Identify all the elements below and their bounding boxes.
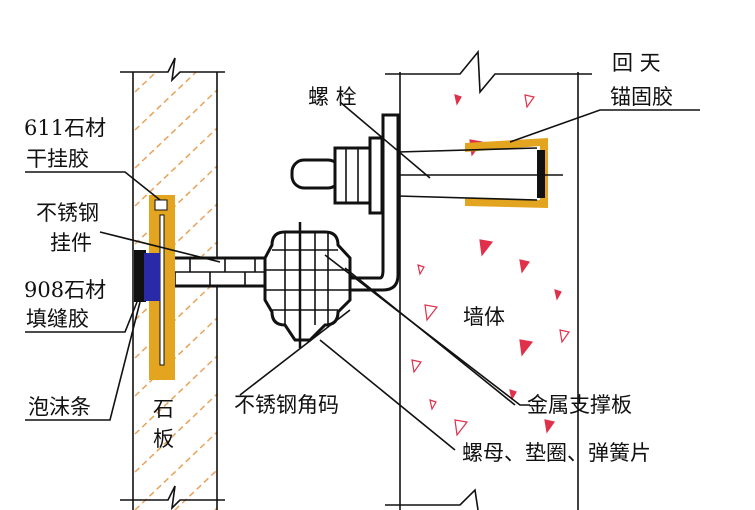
bolt — [290, 136, 384, 215]
aggregate-mark — [554, 289, 562, 301]
label-support-plate: 金属支撑板 — [527, 393, 632, 417]
aggregate-mark — [519, 259, 531, 274]
label-hanger-line2: 挂件 — [50, 231, 92, 255]
label-foam-strip: 泡沫条 — [28, 395, 91, 419]
label-sealant-line1: 908石材 — [24, 278, 106, 302]
label-dry-hang-glue-line1: 611石材 — [24, 116, 106, 140]
aggregate-mark — [559, 329, 571, 344]
aggregate-mark — [429, 399, 437, 411]
hatch-line — [134, 241, 218, 321]
hatch-line — [134, 355, 218, 435]
hatch-line — [134, 393, 218, 473]
leader-lines — [25, 101, 700, 451]
label-wall: 墙体 — [463, 305, 505, 329]
hatch-line — [134, 89, 218, 169]
label-stone-line2: 板 — [153, 427, 174, 451]
label-angle-bracket: 不锈钢角码 — [234, 393, 339, 417]
aggregate-mark — [424, 304, 439, 322]
aggregate-mark — [454, 419, 469, 437]
label-sealant-line2: 填缝胶 — [26, 307, 89, 331]
aggregate-mark — [411, 359, 423, 374]
hatch-line — [134, 317, 218, 397]
label-anchor-glue-line2: 锚固胶 — [610, 85, 673, 109]
sealant-908 — [134, 250, 160, 302]
label-stone-line1: 石 — [153, 397, 174, 421]
stone-hatching — [134, 71, 218, 510]
aggregate-mark — [519, 339, 534, 357]
hatch-line — [134, 71, 197, 131]
label-nut-washer-spring: 螺母、垫圈、弹簧片 — [462, 441, 651, 465]
aggregate-mark — [479, 239, 494, 257]
nut-washer-spring — [263, 222, 352, 348]
wall — [385, 49, 592, 510]
aggregate-mark — [417, 264, 425, 276]
hatch-line — [134, 71, 157, 93]
aggregate-mark — [509, 389, 517, 401]
aggregate-mark — [454, 94, 462, 106]
label-bolt: 螺 栓 — [308, 85, 357, 109]
hatch-line — [174, 469, 218, 510]
hatch-line — [134, 203, 218, 283]
hatch-line — [134, 165, 218, 245]
anchor-glue — [465, 138, 548, 208]
stone-slab — [120, 57, 225, 510]
hatch-line — [134, 431, 218, 510]
hatch-line — [134, 279, 218, 359]
label-hanger-line1: 不锈钢 — [36, 201, 99, 225]
aggregate-mark — [544, 419, 556, 434]
aggregate-mark — [524, 94, 536, 109]
label-dry-hang-glue-line2: 干挂胶 — [26, 147, 89, 171]
label-anchor-glue-line1: 回 天 — [612, 51, 661, 75]
hatch-line — [134, 127, 218, 207]
